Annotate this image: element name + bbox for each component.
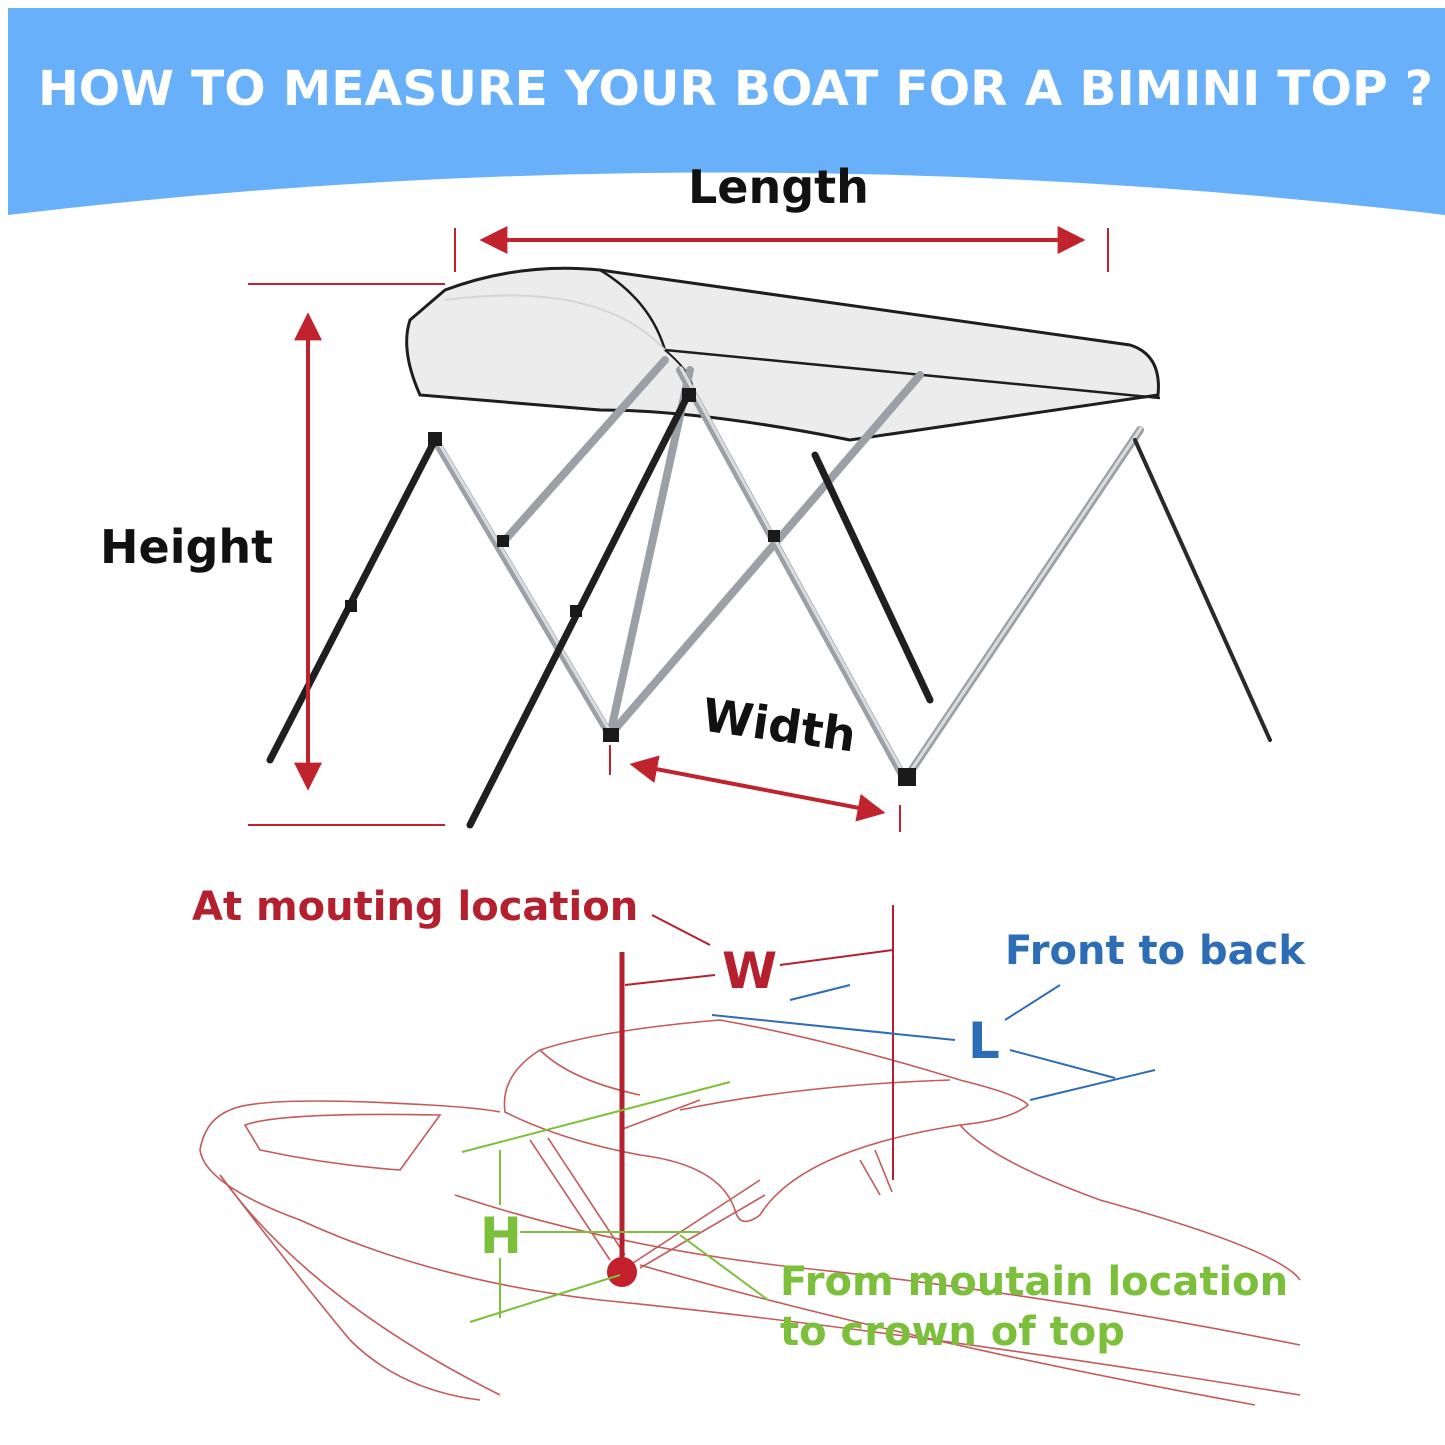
width-arrow — [629, 755, 886, 822]
crown-label-line1: From moutain location — [780, 1259, 1288, 1305]
straps — [266, 391, 934, 829]
dimension-arrows — [294, 226, 1086, 822]
title-banner — [8, 8, 1445, 215]
h-letter: H — [480, 1207, 522, 1265]
canopy — [405, 266, 1160, 442]
bimini-top-illustration — [266, 266, 1272, 829]
width-label: Width — [699, 688, 859, 763]
front-to-back-label: Front to back — [1005, 928, 1306, 974]
mounting-location-label: At mouting location — [192, 884, 638, 930]
banner-title: HOW TO MEASURE YOUR BOAT FOR A BIMINI TO… — [38, 61, 1433, 117]
height-measure — [461, 1081, 769, 1323]
front-to-back-measure — [711, 984, 1156, 1101]
boat-outline — [199, 1019, 1301, 1406]
w-letter: W — [722, 942, 777, 1000]
crown-label-line2: to crown of top — [780, 1309, 1125, 1355]
height-label: Height — [100, 520, 273, 574]
l-letter: L — [968, 1012, 1000, 1070]
length-label: Length — [688, 160, 869, 214]
